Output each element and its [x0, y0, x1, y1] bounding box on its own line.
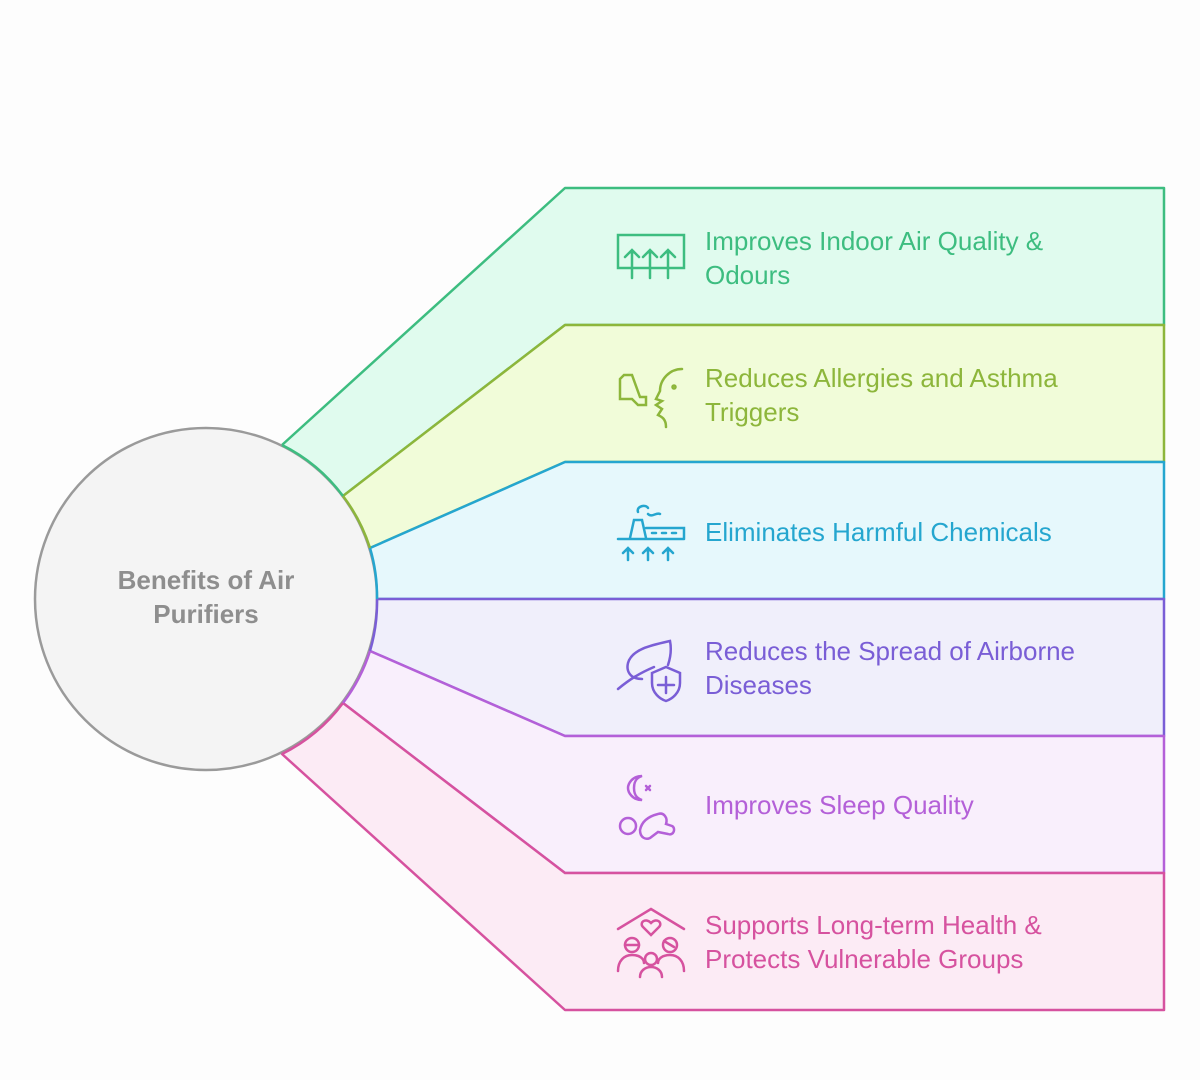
leaf-shield-icon: [616, 639, 682, 703]
arc-sleep: [342, 650, 372, 704]
inhaler-icon: [618, 367, 684, 429]
factory-icon: [616, 504, 686, 562]
air-vent-icon: [616, 233, 686, 280]
sleep-icon: [618, 774, 676, 840]
item-label-sleep: Improves Sleep Quality: [705, 790, 974, 820]
item-label-allergies: Reduces Allergies and Asthma Triggers: [705, 363, 1058, 427]
item-label-chemicals: Eliminates Harmful Chemicals: [705, 517, 1052, 547]
family-home-icon: [616, 907, 686, 979]
arc-chemicals: [368, 547, 379, 600]
item-label-health: Supports Long-term Health & Protects Vul…: [705, 910, 1042, 974]
arc-allergies: [342, 495, 372, 549]
arc-diseases: [368, 598, 379, 652]
arc-health: [281, 702, 345, 756]
item-label-air-quality: Improves Indoor Air Quality & Odours: [705, 226, 1044, 290]
arc-air-quality: [281, 443, 345, 497]
center-title: Benefits of Air Purifiers: [117, 565, 295, 629]
item-label-diseases: Reduces the Spread of Airborne Diseases: [705, 636, 1076, 700]
